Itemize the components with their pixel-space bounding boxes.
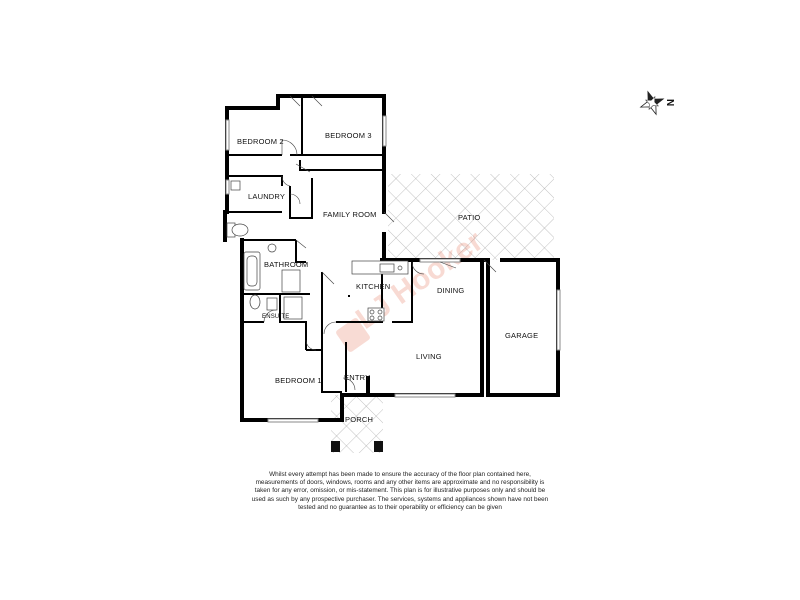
label-bathroom: BATHROOM [264,260,308,269]
compass-north-label: N [664,99,675,106]
ensuite-shower [283,296,303,320]
toilet-bowl [231,223,249,237]
label-bedroom-1: BEDROOM 1 [275,376,322,385]
label-laundry: LAUNDRY [248,192,285,201]
label-patio: PATIO [458,213,480,222]
ensuite-basin [266,297,278,311]
label-ensuite: ENSUITE [262,314,289,320]
bathroom-shower [281,269,301,293]
disclaimer-text: Whilst every attempt has been made to en… [251,471,549,511]
label-family-room: FAMILY ROOM [323,210,377,219]
label-bedroom-2: BEDROOM 2 [237,137,284,146]
label-bedroom-3: BEDROOM 3 [325,131,372,140]
porch-area [331,395,383,453]
label-garage: GARAGE [505,331,538,340]
windows [225,115,561,423]
bathroom-basin [267,243,277,253]
compass-rose-icon: N [639,90,675,116]
label-porch: PORCH [345,415,373,424]
laundry-tub [230,180,241,191]
label-kitchen: KITCHEN [356,282,390,291]
label-living: LIVING [416,352,442,361]
label-dining: DINING [437,286,464,295]
patio-area [388,174,554,260]
interior-walls [227,96,413,393]
ensuite-toilet [249,294,261,310]
room-labels: BEDROOM 2 BEDROOM 3 LAUNDRY FAMILY ROOM … [237,131,538,424]
fixtures [226,180,409,322]
kitchen-sink [379,263,395,273]
label-entry: ENTRY [344,373,370,382]
